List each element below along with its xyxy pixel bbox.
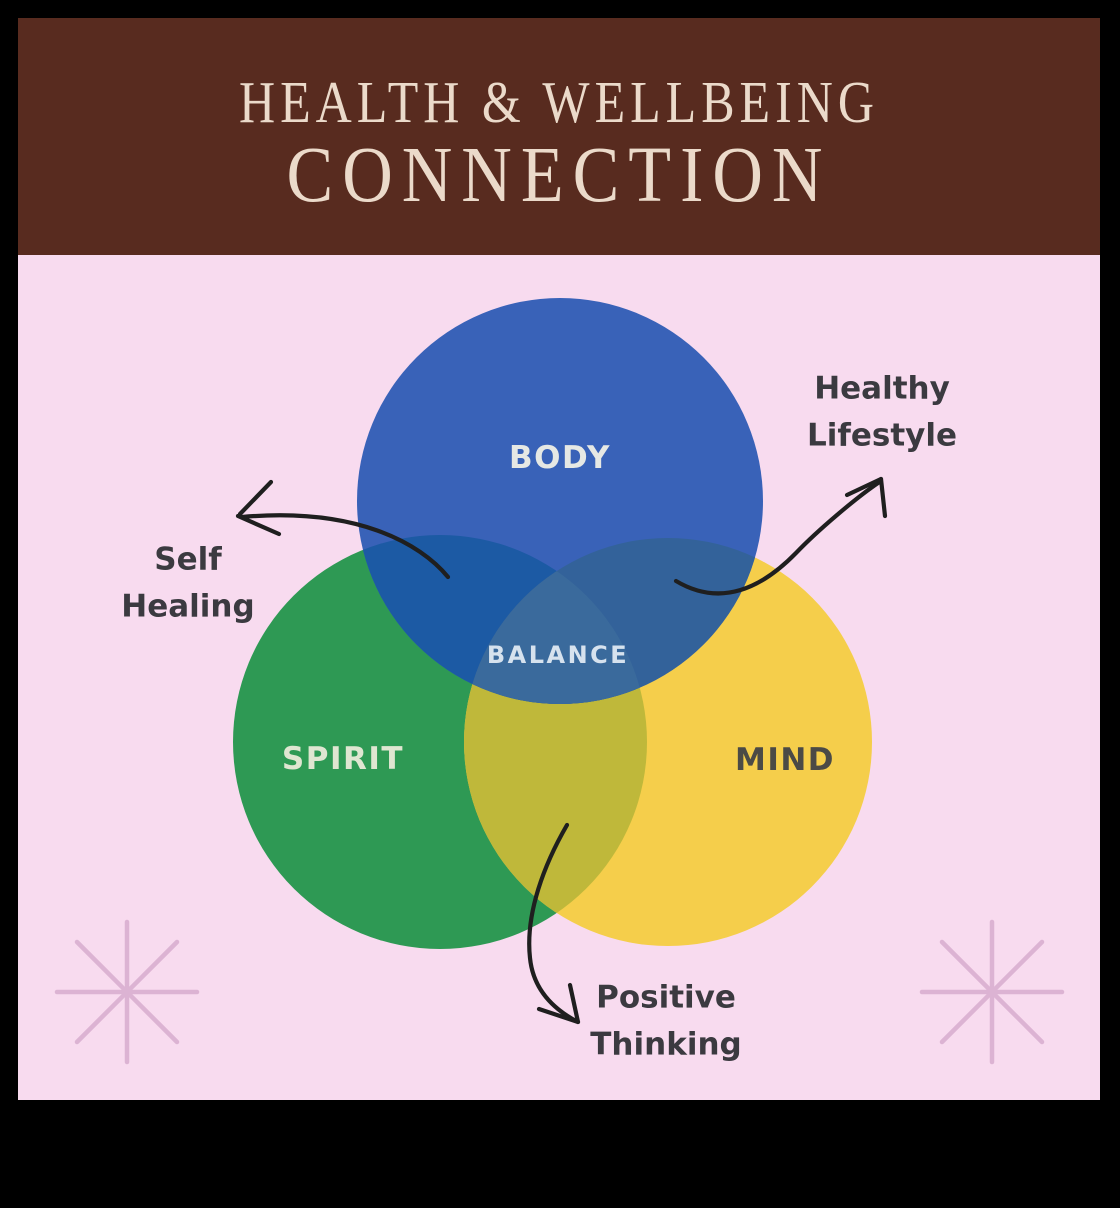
header-banner: HEALTH & WELLBEING CONNECTION (18, 18, 1100, 255)
page-title-line2: CONNECTION (286, 131, 832, 219)
asterisk-right-icon (919, 919, 1065, 1065)
body-label: BODY (509, 440, 611, 476)
positive-thinking-label: Positive Thinking (590, 975, 741, 1068)
healthy-lifestyle-label: Healthy Lifestyle (807, 366, 957, 459)
self-healing-line2: Healing (121, 588, 255, 624)
mind-label: MIND (734, 742, 836, 778)
healthy-lifestyle-line2: Lifestyle (806, 417, 958, 453)
arrow-self-healing-icon (235, 479, 451, 580)
venn-diagram (54, 298, 1065, 1065)
page-title-line1: HEALTH & WELLBEING (239, 68, 879, 135)
diagram-area: BODY SPIRIT MIND BALANCE Self Healing He… (18, 255, 1100, 1100)
arrow-healthy-lifestyle-icon (673, 476, 888, 596)
healthy-lifestyle-line1: Healthy (814, 370, 950, 407)
asterisk-left-icon (54, 919, 200, 1065)
positive-thinking-line1: Positive (596, 979, 736, 1016)
balance-label: BALANCE (486, 641, 630, 669)
arrow-positive-thinking-icon (527, 822, 581, 1025)
body-spirit-overlap (357, 535, 647, 704)
infographic-card: HEALTH & WELLBEING CONNECTION (18, 18, 1100, 1100)
self-healing-label: Self Healing (121, 537, 254, 630)
body-mind-overlap (464, 538, 763, 704)
spirit-label: SPIRIT (281, 741, 405, 777)
positive-thinking-line2: Thinking (590, 1026, 742, 1062)
self-healing-line1: Self (154, 541, 222, 578)
